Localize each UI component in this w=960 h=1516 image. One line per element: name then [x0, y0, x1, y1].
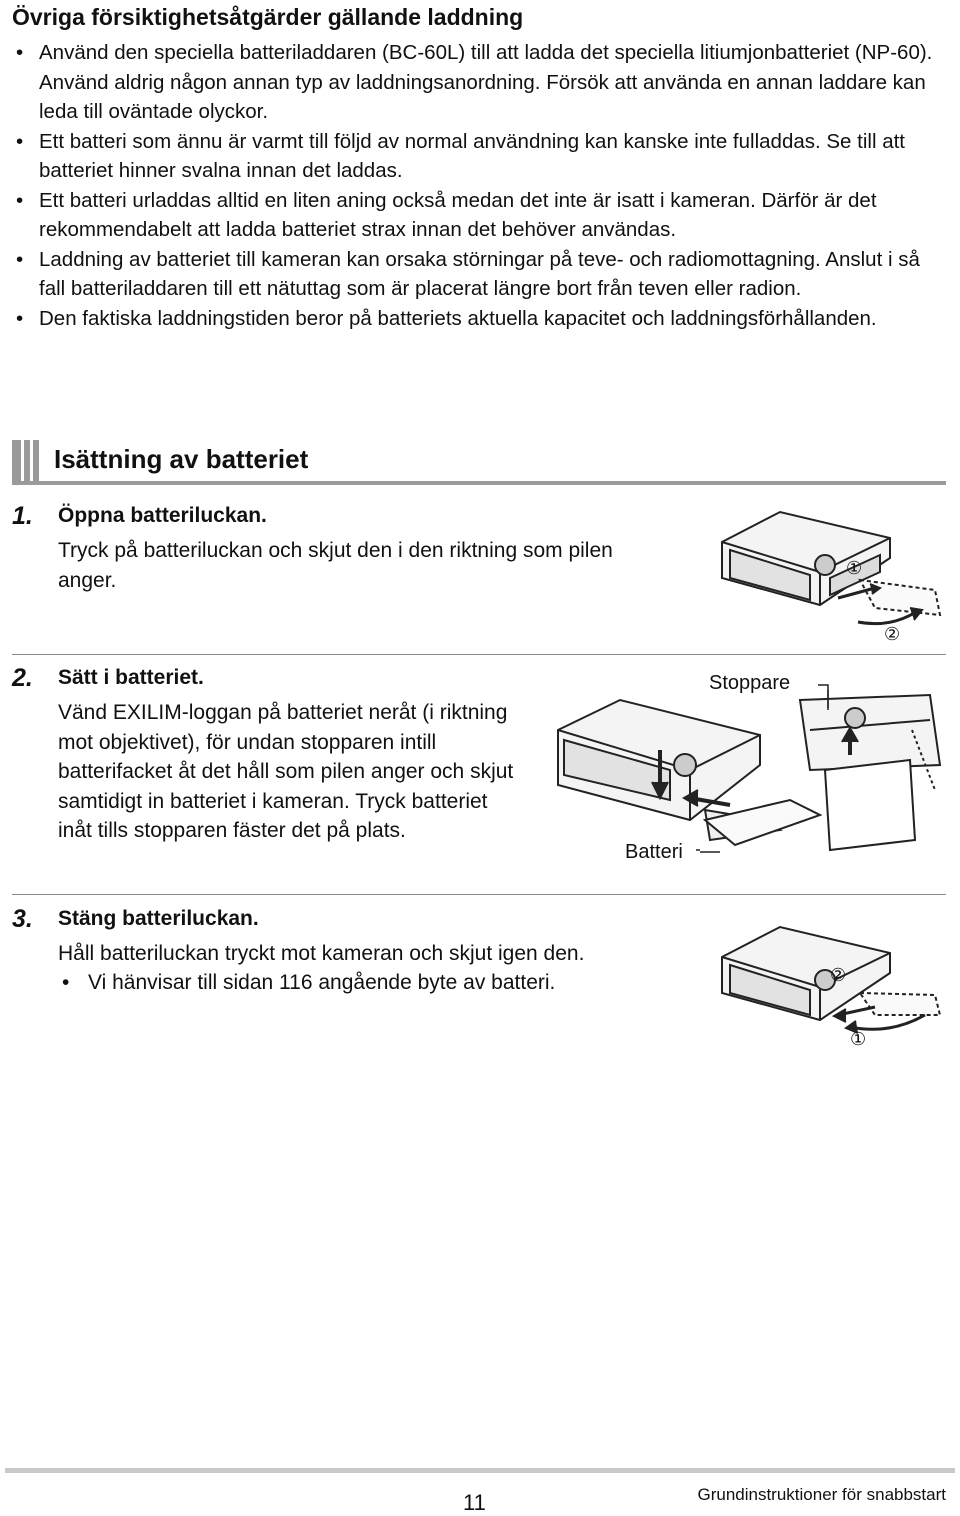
- section-title: Övriga försiktighetsåtgärder gällande la…: [12, 4, 524, 30]
- list-item: •Ett batteri urladdas alltid en liten an…: [16, 188, 877, 242]
- subsection-heading: Isättning av batteriet: [12, 440, 946, 486]
- subsection-title: Isättning av batteriet: [54, 444, 309, 474]
- list-item: •Ett batteri som ännu är varmt till följ…: [16, 129, 906, 183]
- step-3-note: •Vi hänvisar till sidan 116 angående byt…: [62, 971, 556, 994]
- marker-1: ①: [850, 1029, 866, 1050]
- marker-2: ②: [830, 965, 846, 986]
- list-item: •Använd den speciella batteriladdaren (B…: [16, 41, 933, 123]
- camera-close-door-illustration: ② ①: [721, 925, 942, 1050]
- heading-marker: [12, 440, 39, 482]
- precaution-list: •Använd den speciella batteriladdaren (B…: [12, 38, 942, 333]
- step-1-number: 1.: [12, 502, 33, 530]
- step-3-number: 3.: [12, 905, 33, 933]
- heading-rule: [12, 481, 946, 485]
- battery-label: Batteri: [625, 841, 683, 863]
- stopper-label: Stoppare: [709, 672, 791, 694]
- marker-2: ②: [884, 624, 900, 645]
- camera-open-door-illustration: ① ②: [721, 510, 942, 645]
- step-2-number: 2.: [12, 664, 33, 692]
- step-2-title: Sätt i batteriet.: [58, 666, 204, 689]
- step-3-title: Stäng batteriluckan.: [58, 907, 259, 930]
- step-1-body: Tryck på batteriluckan och skjut den i d…: [58, 539, 613, 592]
- step-divider: [12, 654, 946, 655]
- insert-battery-illustration: [557, 684, 942, 853]
- step-2-body: Vänd EXILIM-loggan på batteriet neråt (i…: [58, 701, 514, 842]
- list-item: •Laddning av batteriet till kameran kan …: [16, 247, 920, 301]
- step-1-title: Öppna batteriluckan.: [58, 504, 267, 527]
- footer-title: Grundinstruktioner för snabbstart: [697, 1485, 946, 1504]
- marker-1: ①: [846, 558, 862, 579]
- list-item: •Den faktiska laddningstiden beror på ba…: [16, 306, 877, 330]
- step-3-body: Håll batteriluckan tryckt mot kameran oc…: [58, 942, 585, 965]
- page-number: 11: [463, 1490, 486, 1515]
- step-divider: [12, 894, 946, 895]
- footer-rule: [5, 1468, 955, 1473]
